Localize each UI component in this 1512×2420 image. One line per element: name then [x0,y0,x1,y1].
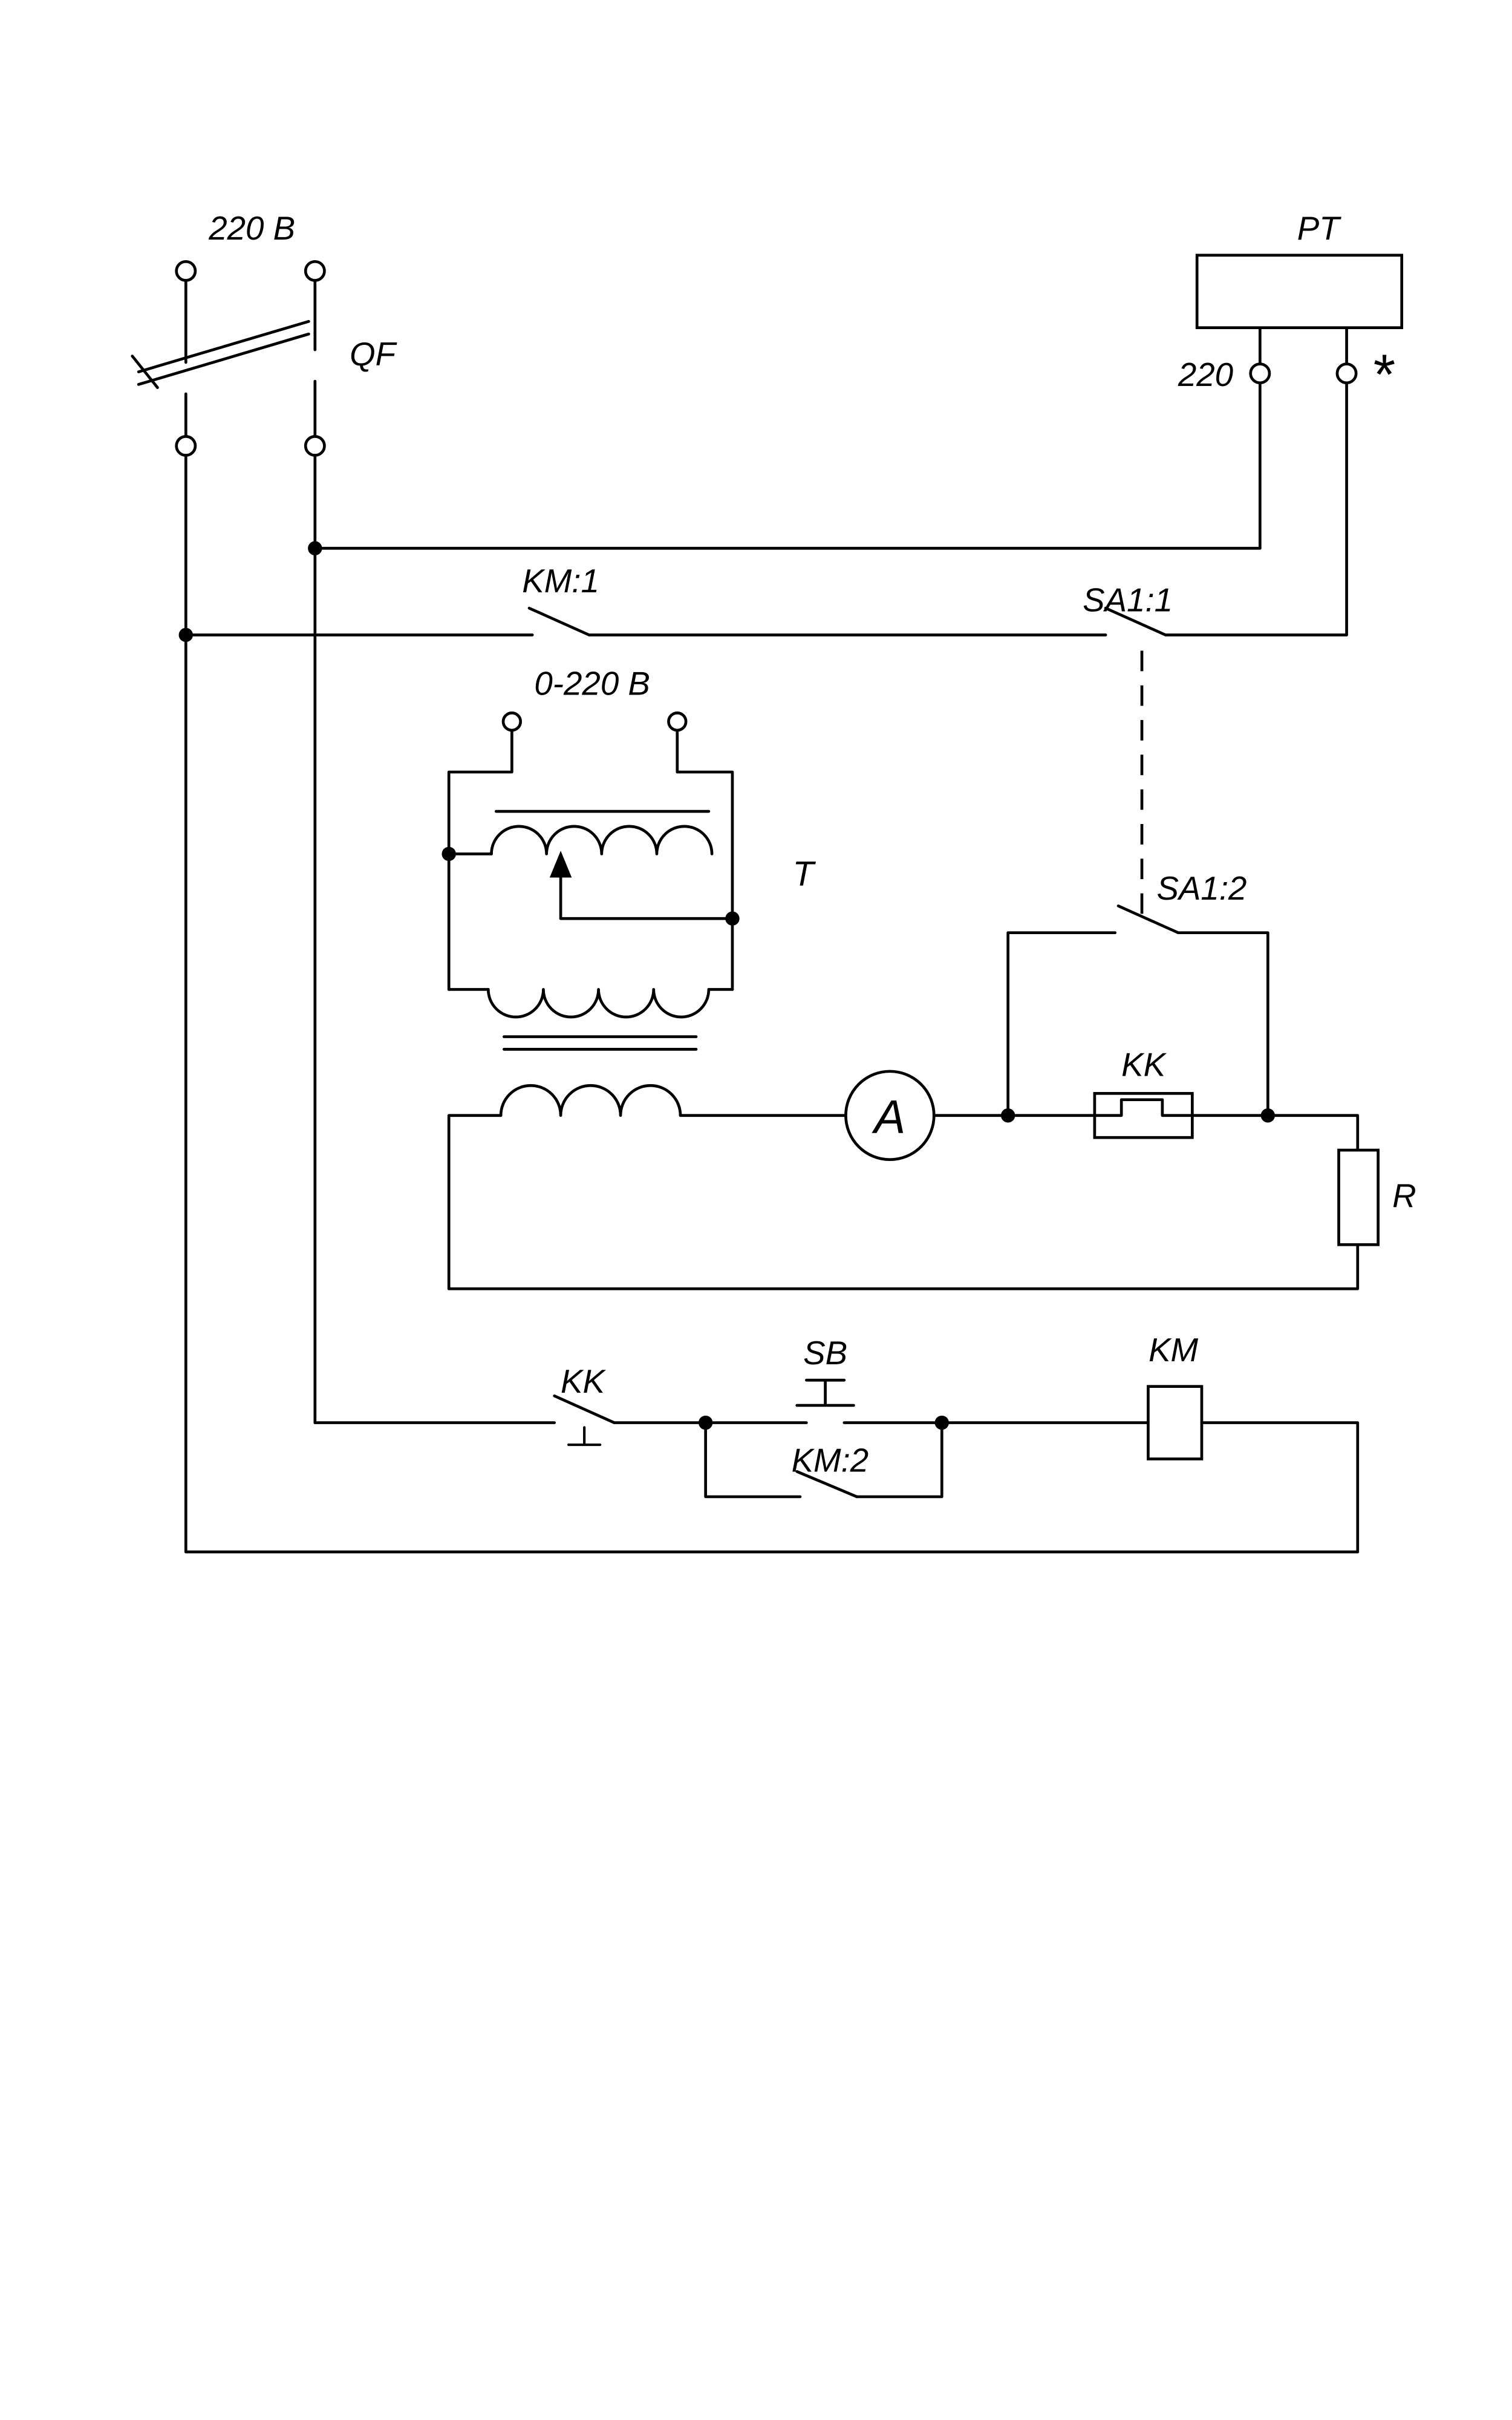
pt-terminal-star [1335,362,1358,385]
sa11-switch-blade [1104,606,1167,636]
wire [676,729,734,991]
junction-dot [178,627,194,643]
breaker-label: QF [350,335,397,373]
supply-voltage-label: 220 В [208,209,295,247]
control-circuit: KK SB KM:2 KM [184,1331,1360,1554]
junction-dot [934,1415,950,1430]
supply-section: 220 В QF [131,209,397,1554]
km1-sa11-line: KM:1 SA1:1 [184,562,1348,917]
junction-dot [1000,1108,1015,1123]
heater-element [1093,1098,1194,1117]
wire [447,729,513,991]
transformer-section: 0-220 В T [447,664,816,1117]
ammeter-label: A [872,1090,905,1143]
coil-label: KM [1149,1331,1198,1369]
junction-dot [725,911,740,926]
wire [1191,1114,1360,1152]
wire [1176,931,1269,1117]
km2-label: KM:2 [792,1441,869,1479]
sa12-switch-blade [1116,904,1180,935]
breaker-out-terminal-left [175,435,197,457]
variac-winding [490,825,714,855]
button-label: SB [803,1334,847,1372]
wire [855,1421,943,1499]
contactor-coil-body [1147,1385,1204,1460]
junction-dot [442,846,456,862]
pt-device: PT 220 * [313,209,1404,636]
supply-terminal-left [175,260,197,282]
supply-terminal-right [304,260,326,282]
thermal-contact-blade [553,1394,616,1424]
variac-wiper-arrow [549,851,572,878]
km2-contact-blade [795,1470,859,1499]
secondary-winding [499,1084,682,1117]
breaker-tick [131,355,159,389]
variac-terminal-left [501,711,523,732]
junction-dot [308,541,322,555]
junctions [178,541,1276,1430]
sa12-bypass: SA1:2 [1006,869,1269,1117]
wire [1006,931,1117,1117]
thermal-contact-symbol [567,1426,602,1447]
pt-terminal-220-label: 220 [1178,356,1233,393]
pushbutton-symbol [795,1378,855,1407]
wire [704,1421,802,1499]
heater-label: KK [1121,1046,1167,1084]
pt-label: PT [1297,209,1341,247]
wire [447,1114,503,1290]
sa12-label: SA1:2 [1157,869,1247,907]
variac-terminal-right [667,711,688,732]
wire [447,1243,1360,1290]
resistor-label: R [1392,1177,1416,1214]
junction-dot [698,1415,713,1430]
breaker-blade [137,319,310,373]
breaker-blade [137,332,310,386]
wire [1200,1421,1360,1554]
thermal-contact-label: KK [561,1362,606,1400]
junction-dot [1260,1108,1276,1123]
km1-label: KM:1 [522,562,599,600]
resistor-body [1337,1148,1380,1246]
km1-contact-blade [527,606,591,636]
pt-box [1195,253,1404,330]
primary-winding [486,988,711,1019]
measuring-loop: A KK R [447,1046,1416,1290]
pt-terminal-star-label: * [1374,342,1395,406]
sa11-label: SA1:1 [1083,581,1173,618]
transformer-label: T [793,855,816,894]
pt-terminal-220 [1249,362,1271,385]
breaker-out-terminal-right [304,435,326,457]
variac-range-label: 0-220 В [534,664,650,702]
